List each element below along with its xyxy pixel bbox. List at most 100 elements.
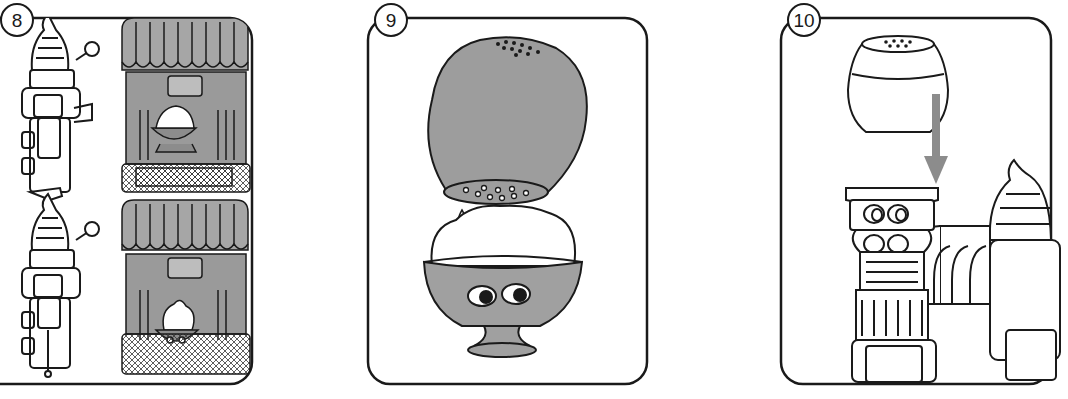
machine-drawing bbox=[852, 340, 936, 382]
sprinkle-shaker bbox=[520, 43, 524, 47]
machine-drawing bbox=[36, 38, 64, 58]
sprinkle-shaker bbox=[896, 44, 900, 48]
machine-drawing bbox=[30, 250, 74, 268]
machine-drawing bbox=[990, 160, 1051, 240]
sprinkle-shaker bbox=[464, 186, 529, 201]
machine-drawing bbox=[888, 205, 908, 223]
machine-drawing bbox=[22, 338, 34, 354]
sprinkle-shaker bbox=[518, 49, 522, 53]
machine-drawing bbox=[30, 298, 70, 368]
sprinkle-shaker bbox=[536, 50, 540, 54]
sprinkle-shaker bbox=[512, 194, 517, 199]
sprinkle-shaker bbox=[510, 47, 514, 51]
step-number-text: 10 bbox=[793, 11, 814, 30]
step-panel bbox=[0, 18, 252, 384]
sprinkle-shaker bbox=[488, 195, 493, 200]
machine-drawing bbox=[122, 200, 248, 250]
dessert-bowl bbox=[468, 286, 496, 306]
sprinkle-shaker bbox=[428, 37, 587, 204]
machine-drawing bbox=[45, 371, 51, 377]
sprinkle-shaker bbox=[512, 41, 516, 45]
machine-drawing bbox=[30, 70, 74, 88]
sprinkle-shaker bbox=[428, 37, 587, 194]
machine-drawing bbox=[940, 226, 990, 304]
machine-drawing bbox=[860, 252, 924, 290]
dessert-bowl bbox=[480, 291, 492, 303]
sprinkle-shaker bbox=[514, 53, 518, 57]
machine-drawing bbox=[34, 95, 62, 117]
machine-drawing bbox=[32, 194, 69, 250]
direction-arrow bbox=[924, 94, 948, 184]
sprinkle-shaker bbox=[502, 46, 506, 50]
machine-drawing bbox=[136, 168, 232, 186]
machine-drawing bbox=[22, 18, 99, 200]
machine-drawing bbox=[163, 300, 194, 330]
machine-drawing bbox=[864, 235, 884, 253]
sprinkle-shaker bbox=[900, 39, 904, 43]
machine-drawing bbox=[122, 334, 250, 374]
machine-drawing bbox=[85, 42, 99, 56]
sprinkle-shaker bbox=[884, 39, 912, 48]
machine-drawing bbox=[122, 62, 248, 67]
machine-drawing bbox=[85, 222, 99, 236]
machine-drawing bbox=[30, 118, 70, 192]
machine-drawing bbox=[47, 330, 49, 372]
sprinkle-shaker bbox=[862, 36, 934, 52]
machine-drawing bbox=[122, 164, 250, 192]
machine-drawing bbox=[156, 144, 196, 152]
sprinkle-shaker bbox=[524, 191, 529, 196]
machine-drawing bbox=[22, 194, 99, 377]
sprinkle-shaker bbox=[464, 188, 469, 193]
sprinkle-shaker bbox=[496, 188, 501, 193]
machine-drawing bbox=[122, 18, 250, 192]
machine-drawing bbox=[856, 290, 928, 340]
machine-drawing bbox=[862, 300, 922, 336]
dessert-bowl bbox=[424, 262, 582, 326]
step-number: 8 bbox=[0, 3, 34, 37]
machine-drawing bbox=[866, 346, 922, 382]
machine-drawing bbox=[1006, 330, 1056, 380]
machine-drawing bbox=[136, 204, 234, 244]
machine-drawing bbox=[122, 200, 250, 374]
machine-drawing bbox=[853, 230, 931, 252]
direction-arrow bbox=[932, 94, 940, 158]
machine-drawing bbox=[934, 246, 986, 304]
machine-drawing bbox=[168, 76, 202, 96]
machine-drawing bbox=[168, 258, 202, 278]
machine-drawing bbox=[74, 104, 92, 122]
machine-drawing bbox=[866, 262, 918, 282]
sprinkle-shaker bbox=[528, 46, 532, 50]
step-panel bbox=[0, 18, 1051, 384]
step-number: 10 bbox=[787, 3, 821, 37]
dessert-bowl bbox=[502, 284, 530, 304]
machine-drawing bbox=[156, 106, 194, 128]
step-number-text: 9 bbox=[386, 11, 397, 30]
machine-drawing bbox=[140, 290, 226, 340]
machine-drawing bbox=[38, 298, 60, 328]
machine-drawing bbox=[22, 18, 250, 377]
step-number: 9 bbox=[374, 3, 408, 37]
step-number-text: 8 bbox=[12, 11, 23, 30]
direction-arrow bbox=[924, 156, 948, 184]
machine-drawing bbox=[122, 244, 248, 249]
machine-drawing bbox=[38, 118, 60, 158]
machine-drawing bbox=[36, 218, 64, 238]
machine-drawing bbox=[22, 312, 34, 328]
sprinkle-shaker bbox=[504, 40, 508, 44]
dessert-bowl bbox=[468, 343, 536, 357]
machine-drawing bbox=[996, 194, 1051, 224]
machine-drawing bbox=[34, 275, 62, 297]
sprinkle-shaker bbox=[496, 40, 540, 57]
machine-drawing bbox=[122, 18, 248, 70]
machine-drawing bbox=[152, 128, 196, 139]
sprinkle-shaker bbox=[500, 196, 505, 201]
machine-drawing bbox=[126, 72, 246, 164]
sprinkle-shaker bbox=[892, 39, 896, 43]
sprinkle-shaker bbox=[482, 186, 487, 191]
machine-drawing bbox=[846, 160, 1060, 382]
machine-drawing bbox=[126, 254, 246, 334]
